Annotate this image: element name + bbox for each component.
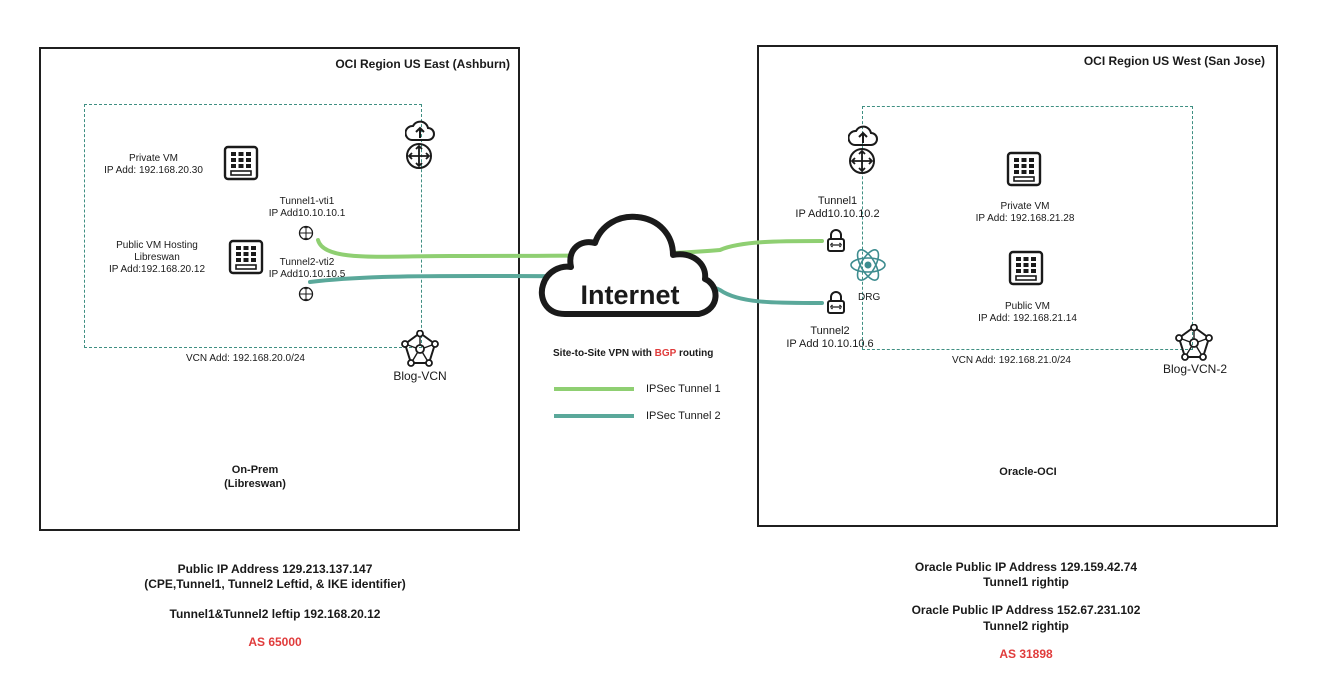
left-site-name: On-Prem	[231, 464, 279, 476]
left-public-vm-line1: Public VM Hosting	[116, 240, 198, 251]
notes-right-line3: Oracle Public IP Address 152.67.231.102	[911, 603, 1141, 617]
legend-tunnel1-label: IPSec Tunnel 1	[646, 383, 721, 395]
notes-right-line4: Tunnel2 rightip	[983, 619, 1069, 633]
right-router-icon	[849, 148, 875, 174]
right-vcn-name: Blog-VCN-2	[1162, 362, 1228, 376]
notes-right-line1: Oracle Public IP Address 129.159.42.74	[914, 560, 1138, 574]
internet-cloud-icon	[538, 213, 719, 317]
right-tunnel2-name: Tunnel2	[810, 325, 850, 337]
notes-right-asn: AS 31898	[999, 647, 1053, 661]
right-vcn-boundary	[862, 106, 1193, 350]
right-public-vm-server-icon	[1008, 250, 1044, 286]
left-tunnel1-ip: IP Add10.10.10.1	[268, 208, 346, 219]
legend-title-prefix: Site-to-Site VPN with	[553, 348, 655, 359]
legend-title: Site-to-Site VPN with BGP routing	[553, 348, 713, 360]
left-region-box	[39, 47, 520, 531]
left-private-vm-name: Private VM	[129, 153, 178, 164]
drg-label: DRG	[858, 292, 881, 303]
left-tunnel1-name: Tunnel1-vti1	[279, 196, 335, 207]
right-public-vm-name: Public VM	[1004, 301, 1050, 312]
left-private-vm-ip: IP Add: 192.168.20.30	[104, 165, 203, 176]
right-tunnel1-name: Tunnel1	[817, 195, 858, 207]
router-icon	[406, 143, 432, 169]
internet-label: Internet	[580, 280, 680, 310]
right-private-vm-server-icon	[1006, 151, 1042, 187]
right-private-vm-ip: IP Add: 192.168.21.28	[975, 213, 1075, 224]
legend-tunnel2-label: IPSec Tunnel 2	[646, 410, 721, 422]
public-vm-server-icon	[228, 239, 264, 275]
left-tunnel2-ip: IP Add10.10.10.5	[268, 269, 346, 280]
right-public-vm-ip: IP Add: 192.168.21.14	[978, 313, 1077, 324]
legend-title-suffix: routing	[676, 348, 714, 359]
tunnel1-vti-icon	[298, 225, 314, 241]
right-tunnel1-ip: IP Add10.10.10.2	[795, 208, 880, 220]
right-private-vm-name: Private VM	[1000, 201, 1050, 212]
right-region-box	[757, 45, 1278, 527]
notes-left-asn: AS 65000	[248, 635, 302, 649]
tunnel2-vti-icon	[298, 286, 314, 302]
notes-left-line3: Tunnel1&Tunnel2 leftip 192.168.20.12	[169, 607, 381, 621]
left-site-sub: (Libreswan)	[224, 478, 286, 490]
left-public-vm-ip: IP Add:192.168.20.12	[108, 264, 205, 275]
notes-right-line2: Tunnel1 rightip	[983, 575, 1069, 589]
left-vcn-name: Blog-VCN	[393, 369, 447, 383]
legend-tunnel1-swatch	[554, 387, 634, 391]
right-region-title: OCI Region US West (San Jose)	[1083, 54, 1265, 68]
right-cloud-upload-icon	[848, 125, 878, 146]
left-vcn-label: VCN Add: 192.168.20.0/24	[186, 353, 305, 364]
tunnel2-lock-icon	[827, 291, 845, 314]
legend-title-highlight: BGP	[654, 348, 677, 359]
left-vcn-boundary	[84, 104, 422, 348]
left-public-vm-line2: Libreswan	[134, 252, 180, 263]
tunnel1-lock-icon	[827, 229, 845, 252]
right-vcn-label: VCN Add: 192.168.21.0/24	[952, 355, 1071, 366]
right-site-name: Oracle-OCI	[999, 466, 1057, 478]
drg-gateway-icon	[850, 249, 886, 281]
right-vcn-network-icon	[1175, 324, 1213, 361]
right-tunnel2-ip: IP Add 10.10.10.6	[786, 338, 874, 350]
cloud-upload-icon	[405, 120, 435, 141]
left-vcn-network-icon	[401, 330, 439, 367]
legend-tunnel2-swatch	[554, 414, 634, 418]
private-vm-server-icon	[223, 145, 259, 181]
left-region-title: OCI Region US East (Ashburn)	[335, 57, 510, 71]
notes-left-line1: Public IP Address 129.213.137.147	[177, 562, 373, 576]
notes-left-line2: (CPE,Tunnel1, Tunnel2 Leftid, & IKE iden…	[144, 577, 406, 591]
left-tunnel2-name: Tunnel2-vti2	[279, 257, 335, 268]
